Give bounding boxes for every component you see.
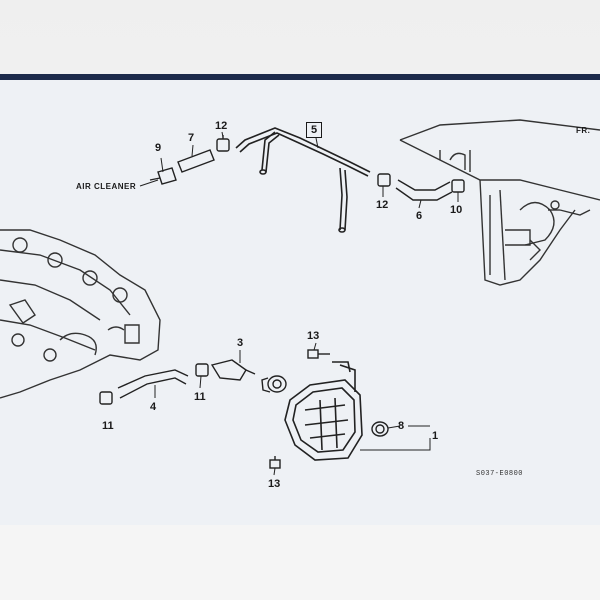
clamp-12-left <box>216 135 230 152</box>
parts-diagram <box>0 119 600 476</box>
hose-4 <box>117 369 189 399</box>
diagram-screen: 9 7 12 5 12 6 10 3 13 4 11 11 8 1 13 AIR… <box>0 80 600 525</box>
callout-5: 5 <box>306 122 323 138</box>
grommet <box>261 375 287 393</box>
callout-6: 6 <box>416 210 423 222</box>
callout-12-left: 12 <box>215 120 228 132</box>
callout-9: 9 <box>155 142 162 154</box>
clamp-12-right <box>377 173 391 187</box>
monitor-bottom-bezel <box>0 525 600 600</box>
clamp-11-left <box>99 391 113 405</box>
air-cleaner-label: AIR CLEANER <box>76 182 137 191</box>
callout-13-top: 13 <box>307 330 320 342</box>
callout-13-bottom: 13 <box>268 478 281 490</box>
callout-7: 7 <box>188 132 195 144</box>
breather-pipe-5 <box>235 127 371 233</box>
callout-11-left: 11 <box>102 420 114 432</box>
callout-12-right: 12 <box>376 199 389 211</box>
intake-manifold <box>0 229 161 399</box>
callout-1: 1 <box>432 430 439 442</box>
bolt-13-top <box>307 349 330 359</box>
diagram-code: S037-E0800 <box>476 470 524 478</box>
clamp-11-right <box>195 363 209 377</box>
front-arrow-label: FR. <box>576 126 591 135</box>
breather-chamber-1 <box>284 361 363 461</box>
engine-block <box>399 119 600 286</box>
leader-lines <box>139 131 459 476</box>
callout-8: 8 <box>398 420 405 432</box>
pcv-valve-3 <box>210 359 256 381</box>
callout-10: 10 <box>450 204 463 216</box>
callout-4: 4 <box>150 401 157 413</box>
clamp-10 <box>451 179 465 193</box>
hose-7 <box>177 149 215 173</box>
bolt-13-bottom <box>269 456 281 469</box>
hose-6 <box>395 179 453 201</box>
screen-top-frame <box>0 74 600 80</box>
callout-11-right: 11 <box>194 391 206 403</box>
o-ring-8 <box>371 421 389 437</box>
callout-3: 3 <box>237 337 244 349</box>
joint-9 <box>149 167 177 185</box>
